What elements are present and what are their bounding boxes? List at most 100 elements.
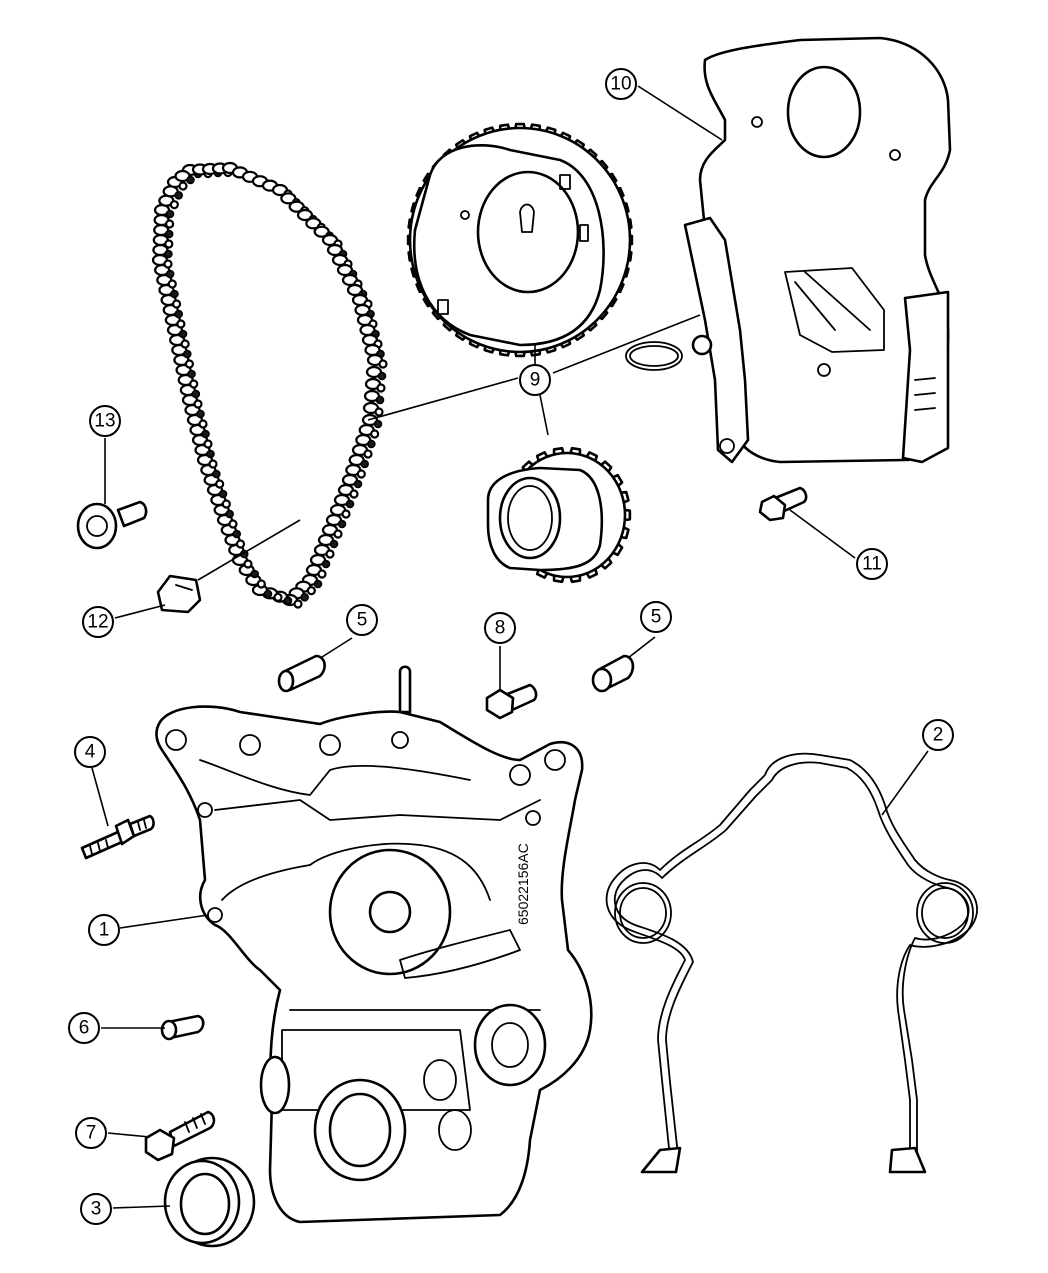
chain-pin xyxy=(225,509,234,519)
chain-pin xyxy=(373,419,383,429)
svg-text:11: 11 xyxy=(862,554,882,575)
chain-pin xyxy=(164,249,173,259)
cover-stud xyxy=(80,814,155,860)
dowel-pin-6 xyxy=(160,1014,205,1041)
chain-pin xyxy=(337,519,347,529)
chain-pin xyxy=(228,519,238,529)
chain-pin xyxy=(325,549,335,559)
chain-pin xyxy=(235,539,246,549)
chain-pin xyxy=(367,439,376,449)
chain-pin xyxy=(193,399,203,409)
chain-pin xyxy=(306,586,316,596)
svg-text:2: 2 xyxy=(933,725,944,746)
chain-pin xyxy=(174,309,184,319)
cover-bolt-8 xyxy=(485,683,538,720)
chain-pin xyxy=(165,269,175,279)
svg-text:5: 5 xyxy=(651,607,662,628)
svg-text:3: 3 xyxy=(91,1199,102,1220)
chain-pin xyxy=(329,539,339,549)
chain-pin xyxy=(206,449,215,459)
tensioner-pin xyxy=(691,334,713,356)
chain-pin xyxy=(333,529,343,539)
chain-pin xyxy=(176,319,186,329)
chain-pin xyxy=(174,191,183,200)
callout-5-left: 5 xyxy=(346,604,378,636)
svg-text:10: 10 xyxy=(610,74,631,95)
chain-pin xyxy=(363,449,373,459)
svg-text:9: 9 xyxy=(530,370,541,391)
svg-text:5: 5 xyxy=(357,610,368,631)
tensioner-o-ring-inner xyxy=(629,345,679,367)
chain-pin xyxy=(164,229,174,239)
svg-text:8: 8 xyxy=(495,618,506,639)
chain-pin xyxy=(353,479,363,489)
chain-guide-plate xyxy=(683,36,952,464)
chain-pin xyxy=(182,349,192,359)
chain-pin xyxy=(256,579,266,589)
callout-2: 2 xyxy=(922,719,954,751)
chain-pin xyxy=(218,489,228,499)
guide-bolt xyxy=(758,486,808,522)
cover-bolt-7 xyxy=(144,1110,216,1162)
cover-part-number-stamp: 65022156AC xyxy=(515,843,531,925)
chain-pin xyxy=(164,239,174,249)
chain-retainer-clip xyxy=(156,519,301,614)
camshaft-sprocket xyxy=(406,122,634,358)
svg-text:12: 12 xyxy=(87,612,108,633)
chain-pin xyxy=(203,439,213,449)
chain-pin xyxy=(250,569,259,579)
callout-9: 9 xyxy=(519,364,551,396)
chain-pin xyxy=(208,459,218,469)
chain-pin xyxy=(321,559,331,569)
chain-pin xyxy=(243,559,253,569)
chain-pin xyxy=(317,569,327,579)
callout-12: 12 xyxy=(82,606,114,638)
chain-pin xyxy=(169,200,179,210)
chain-pin xyxy=(196,409,205,419)
chain-pin xyxy=(341,509,351,519)
chain-pin xyxy=(165,209,175,219)
crankshaft-sprocket xyxy=(486,446,632,584)
chain-pin xyxy=(221,499,231,509)
timing-chain-cover: 65022156AC xyxy=(155,665,593,1224)
chain-pin xyxy=(370,429,380,439)
chain-pin xyxy=(170,289,179,299)
callout-1: 1 xyxy=(88,914,120,946)
callout-5-right: 5 xyxy=(640,601,672,633)
callout-8: 8 xyxy=(484,612,516,644)
callout-6: 6 xyxy=(68,1012,100,1044)
timing-cover-gasket xyxy=(605,752,978,1174)
chain-pin xyxy=(191,389,201,399)
callout-13: 13 xyxy=(89,405,121,437)
svg-text:1: 1 xyxy=(99,920,110,941)
tensioner-o-ring xyxy=(625,341,683,371)
callout-7: 7 xyxy=(75,1117,107,1149)
dowel-pin-left xyxy=(277,654,326,693)
chain-pin xyxy=(349,489,359,499)
chain-pin xyxy=(374,407,384,417)
chain-pin xyxy=(212,469,221,479)
chain-pin xyxy=(375,395,385,405)
chain-pin xyxy=(186,175,195,185)
svg-text:6: 6 xyxy=(79,1018,90,1039)
dowel-pin-right xyxy=(591,654,635,693)
chain-pin xyxy=(187,369,196,379)
chain-pin xyxy=(189,379,199,389)
chain-pin xyxy=(273,592,283,602)
chain-pin xyxy=(163,259,173,269)
sprocket-bolt xyxy=(76,500,148,550)
chain-pin xyxy=(283,596,293,605)
svg-text:4: 4 xyxy=(85,742,96,763)
chain-pin xyxy=(300,593,309,602)
chain-pin xyxy=(232,529,242,539)
chain-pin xyxy=(178,329,188,339)
chain-pin xyxy=(345,499,355,509)
chain-pin xyxy=(201,429,210,439)
chain-pin xyxy=(171,299,182,309)
chain-pin xyxy=(198,419,208,429)
callout-3: 3 xyxy=(80,1193,112,1225)
chain-pin xyxy=(167,279,177,289)
leader-lines xyxy=(91,85,929,1209)
chain-pin xyxy=(165,219,175,229)
chain-pin xyxy=(360,459,369,469)
